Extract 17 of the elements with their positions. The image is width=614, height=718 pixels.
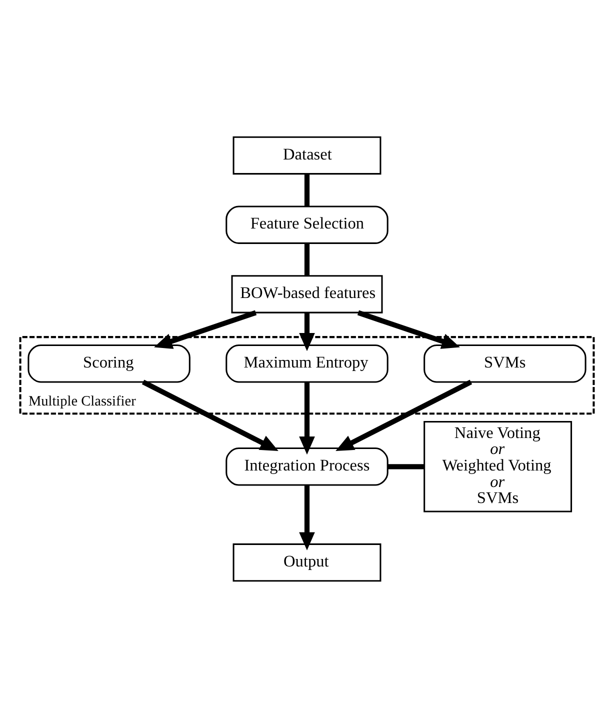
node-box: Feature Selection xyxy=(226,206,388,244)
node-box: Maximum Entropy xyxy=(226,344,388,383)
arrow xyxy=(299,312,315,352)
node-box: Dataset xyxy=(232,136,382,175)
node-box: Naive Voting or Weighted Voting or SVMs xyxy=(424,420,572,512)
arrow xyxy=(299,485,315,550)
node-box: Integration Process xyxy=(226,448,388,486)
node-box: Scoring xyxy=(28,344,190,383)
arrow xyxy=(336,380,472,452)
node-box: BOW-based features xyxy=(231,275,383,314)
arrow xyxy=(142,380,278,452)
connector xyxy=(388,464,424,470)
node-box: SVMs xyxy=(424,344,586,383)
connector xyxy=(304,244,310,276)
arrow xyxy=(299,382,315,455)
connector xyxy=(304,174,310,206)
node-box: Output xyxy=(232,543,382,582)
